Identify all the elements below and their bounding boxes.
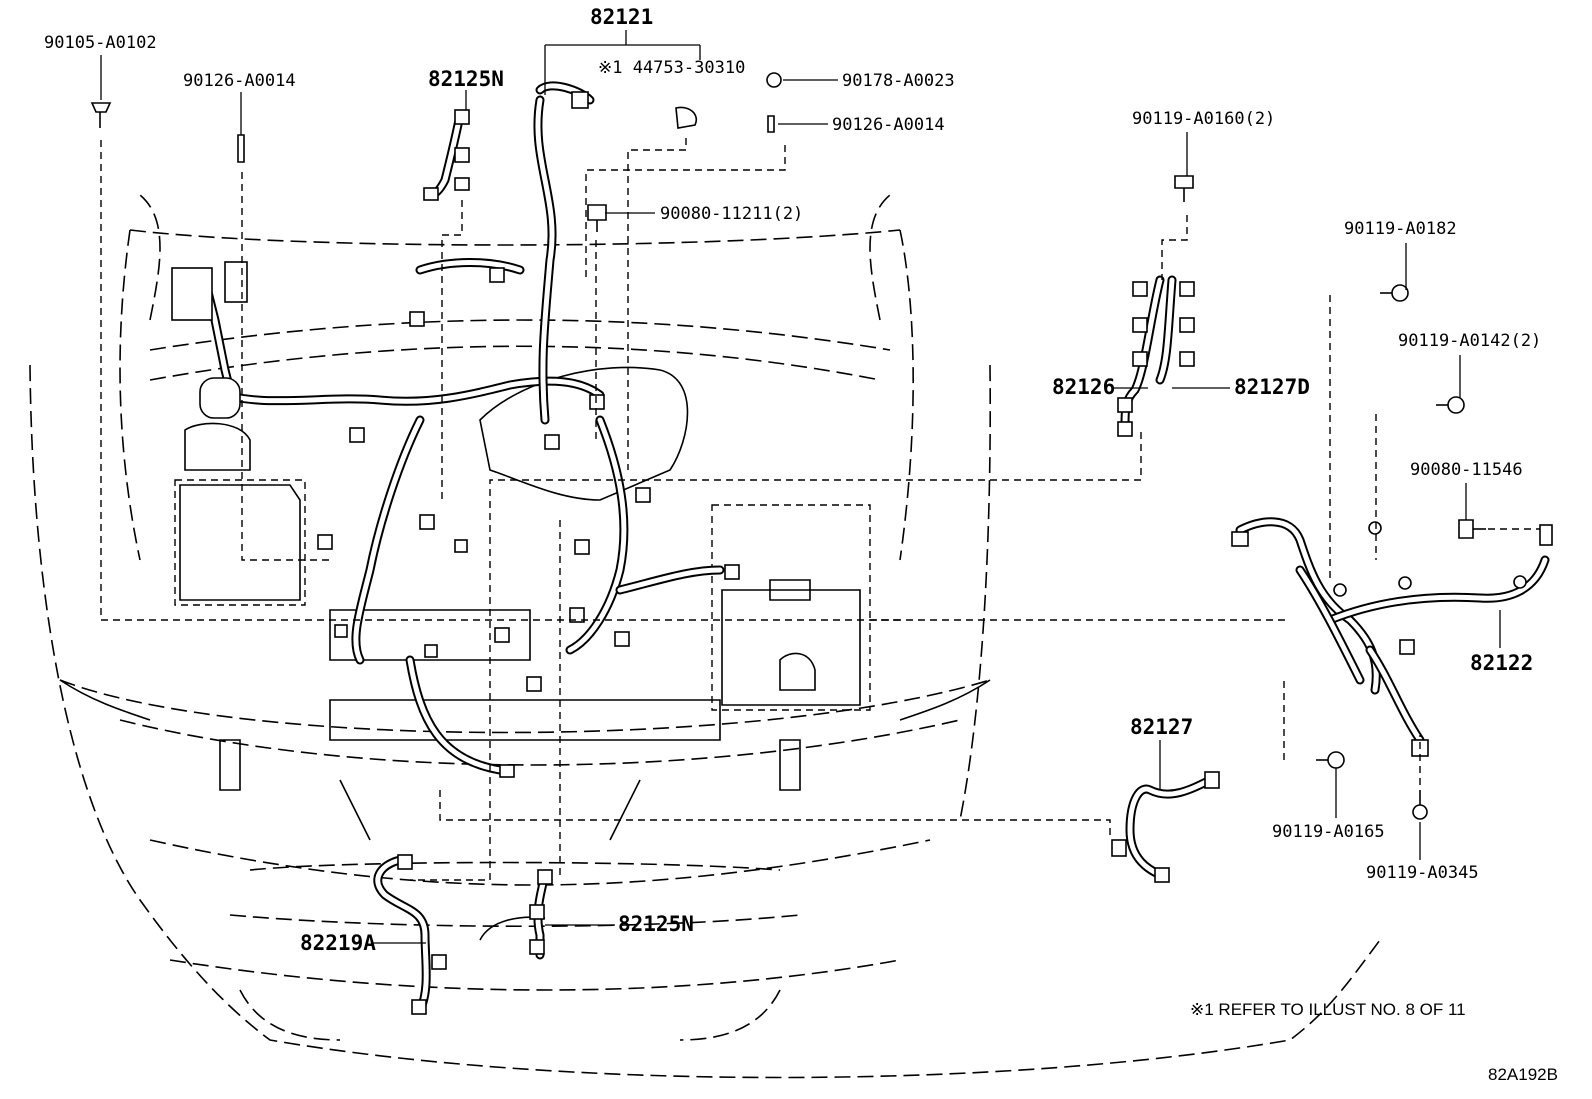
label-82219A: 82219A bbox=[300, 931, 376, 955]
clip-90119-A0142 bbox=[1436, 396, 1465, 414]
label-90178-A0023: 90178-A0023 bbox=[842, 71, 955, 91]
label-82125N-top: 82125N bbox=[428, 67, 504, 91]
label-90105-A0102: 90105-A0102 bbox=[44, 33, 157, 53]
label-90119-A0142: 90119-A0142(2) bbox=[1398, 331, 1541, 351]
bolt-90080-11211 bbox=[587, 204, 607, 232]
label-82127D: 82127D bbox=[1234, 375, 1310, 399]
label-90080-11211: 90080-11211(2) bbox=[660, 204, 803, 224]
vehicle-body-outline bbox=[29, 194, 1381, 1079]
bolt-90105-A0102 bbox=[90, 102, 112, 128]
engine-bay-components bbox=[59, 366, 991, 941]
stud-90126-A0014-right bbox=[767, 115, 775, 133]
label-82122: 82122 bbox=[1470, 651, 1533, 675]
nut-90178-A0023 bbox=[766, 72, 782, 88]
label-82121: 82121 bbox=[590, 5, 653, 29]
harness-82219A bbox=[373, 854, 447, 1015]
label-90119-A0165: 90119-A0165 bbox=[1272, 822, 1385, 842]
illustration-code: 82A192B bbox=[1488, 1065, 1558, 1084]
harness-82125N-top bbox=[423, 109, 470, 201]
label-90119-A0345: 90119-A0345 bbox=[1366, 863, 1479, 883]
harness-82126-82127D bbox=[1117, 275, 1195, 437]
harness-82125N-bottom bbox=[529, 869, 553, 960]
dashed-leaders bbox=[100, 138, 1540, 881]
label-82126: 82126 bbox=[1052, 375, 1115, 399]
fasteners bbox=[90, 72, 1486, 820]
clip-90119-A0165 bbox=[1316, 751, 1345, 769]
label-90126-A0014-top: 90126-A0014 bbox=[183, 71, 296, 91]
label-90119-A0182: 90119-A0182 bbox=[1344, 219, 1457, 239]
harness-82122 bbox=[1231, 517, 1553, 757]
label-leaders bbox=[100, 30, 1501, 944]
harness-82121 bbox=[171, 81, 740, 778]
label-144753-30310: ※1 44753-30310 bbox=[598, 58, 745, 78]
label-82127: 82127 bbox=[1130, 715, 1193, 739]
bolt-90080-11546 bbox=[1458, 519, 1486, 539]
reference-note: ※1 REFER TO ILLUST NO. 8 OF 11 bbox=[1190, 1000, 1466, 1019]
label-82125N-bottom: 82125N bbox=[618, 912, 694, 936]
stud-90126-A0014-top bbox=[237, 134, 245, 163]
harness-82127 bbox=[1111, 771, 1220, 883]
part-labels: 90105-A0102 90126-A0014 82125N 82121 ※1 … bbox=[44, 5, 1541, 955]
label-90119-A0160: 90119-A0160(2) bbox=[1132, 109, 1275, 129]
label-90080-11546: 90080-11546 bbox=[1410, 460, 1523, 480]
clip-144753-30310 bbox=[675, 106, 697, 129]
clip-90119-A0182 bbox=[1380, 284, 1409, 302]
bolt-90119-A0160 bbox=[1174, 175, 1194, 202]
clip-90119-A0345 bbox=[1412, 790, 1428, 820]
label-90126-A0014-right: 90126-A0014 bbox=[832, 115, 945, 135]
